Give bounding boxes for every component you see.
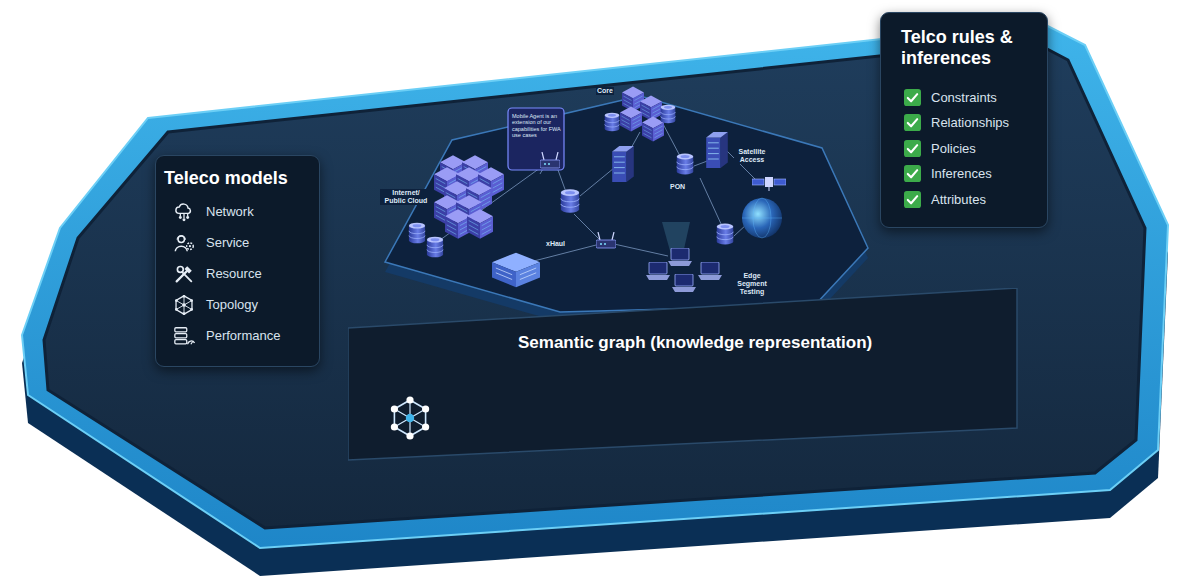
edge-testing-laptops [646, 222, 722, 292]
list-item: Policies [931, 141, 976, 157]
network-hexagon [385, 96, 868, 322]
core-cluster [605, 87, 676, 142]
area-label: xHaul [545, 240, 566, 248]
list-item: Constraints [931, 90, 997, 106]
list-icon-shape [904, 191, 921, 208]
area-label: Edge Segment Testing [733, 272, 771, 296]
list-icon [173, 263, 195, 285]
graph-icon [391, 396, 429, 439]
list-item: Inferences [931, 166, 992, 182]
list-row: Service [173, 231, 309, 255]
list-icon [904, 165, 921, 182]
mobile-agent-tablet [508, 108, 564, 170]
list-item: Performance [206, 328, 280, 344]
rules-panel: Telco rules & inferencesConstraintsRelat… [880, 12, 1048, 228]
list-item: Network [206, 204, 254, 220]
band-shape [348, 288, 1017, 460]
list-item: Service [206, 235, 249, 251]
list-item: Relationships [931, 115, 1009, 131]
area-label: Satellite Access [734, 148, 770, 164]
list-row: Constraints [904, 86, 1037, 108]
list-icon-shape [175, 235, 193, 251]
network-devices [492, 132, 733, 287]
list-row: Resource [173, 262, 309, 286]
list-icon [904, 140, 921, 157]
models-panel: Teleco modelsNetworkServiceResourceTopol… [155, 155, 320, 367]
list-icon-shape [177, 266, 192, 281]
list-row: Policies [904, 137, 1037, 159]
list-item: Topology [206, 297, 258, 313]
list-item: Resource [206, 266, 262, 282]
list-row: Attributes [904, 188, 1037, 210]
list-icon-shape [904, 140, 921, 157]
list-icon [173, 325, 195, 347]
list-icon [904, 114, 921, 131]
band-outline [348, 288, 1018, 463]
list-row: Network [173, 200, 309, 224]
list-icon [904, 191, 921, 208]
list-row: Inferences [904, 163, 1037, 185]
panel-heading: Telco rules & inferences [901, 27, 1037, 68]
area-label: Internet/ Public Cloud [380, 189, 432, 205]
panel-heading: Teleco models [164, 168, 309, 189]
list-icon-shape [175, 327, 195, 344]
area-label: PON [669, 183, 686, 191]
list-row: Performance [173, 324, 309, 348]
semantic-band: Semantic graph (knowledge representation… [348, 288, 1018, 463]
panel-heading: Semantic graph (knowledge representation… [518, 333, 998, 353]
list-row: Relationships [904, 112, 1037, 134]
list-icon-shape [175, 295, 193, 315]
network-wires [440, 122, 760, 262]
list-icon [904, 89, 921, 106]
area-label: Core [596, 87, 614, 95]
satellite-access [742, 177, 786, 238]
list-icon-shape [904, 114, 921, 131]
list-icon [173, 294, 195, 316]
public-cloud-cluster [409, 155, 504, 257]
list-icon-shape [904, 89, 921, 106]
list-icon-shape [904, 165, 921, 182]
list-icon [173, 201, 195, 223]
list-icon [173, 232, 195, 254]
device-note: Mobile Agent is an extension of our capa… [511, 113, 563, 138]
list-item: Attributes [931, 192, 986, 208]
list-icon-shape [176, 204, 191, 221]
list-row: Topology [173, 293, 309, 317]
